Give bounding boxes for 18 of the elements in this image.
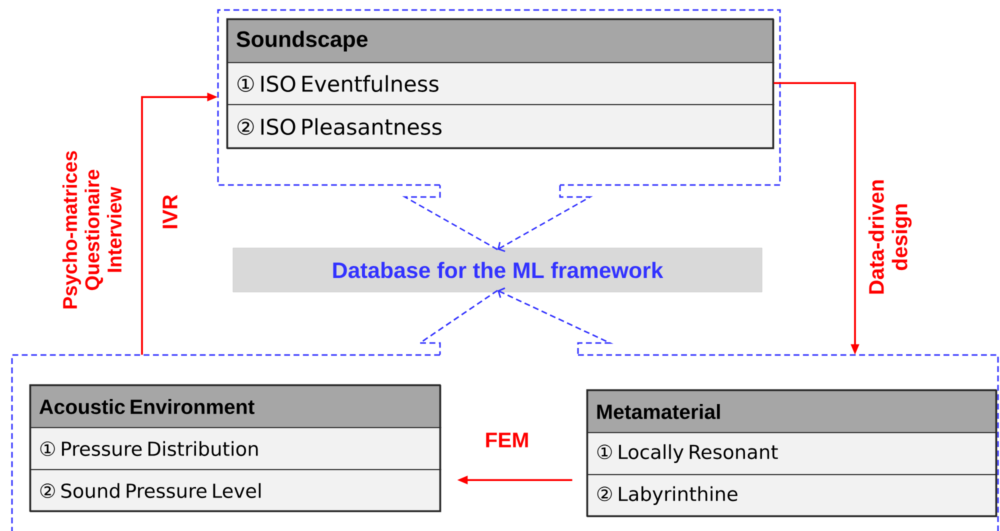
table-row: ① Pressure Distribution <box>30 427 442 470</box>
edge-label: Data-driven design <box>868 180 912 294</box>
table-header: Soundscape <box>227 19 774 64</box>
table-row: ② ISO Pleasantness <box>227 104 774 150</box>
hollow-arrow <box>418 287 614 356</box>
database-box: Database for the ML framework <box>232 248 762 292</box>
hollow-arrow <box>402 184 593 252</box>
table-header: Metamaterial <box>587 390 998 434</box>
table-row: ② Labyrinthine <box>587 474 998 518</box>
edge-label: FEM <box>486 432 528 448</box>
side-label: Psycho-matrices Questionaire Interview <box>62 151 122 308</box>
table-header: Acoustic Environment <box>30 385 442 428</box>
table-row: ① Locally Resonant <box>587 432 998 476</box>
table-row: ① ISO Eventfulness <box>227 62 774 106</box>
dashed-region <box>11 354 999 531</box>
edge-label: IVR <box>162 194 178 228</box>
table-row: ② Sound Pressure Level <box>30 469 442 512</box>
dashed-region <box>217 9 781 186</box>
